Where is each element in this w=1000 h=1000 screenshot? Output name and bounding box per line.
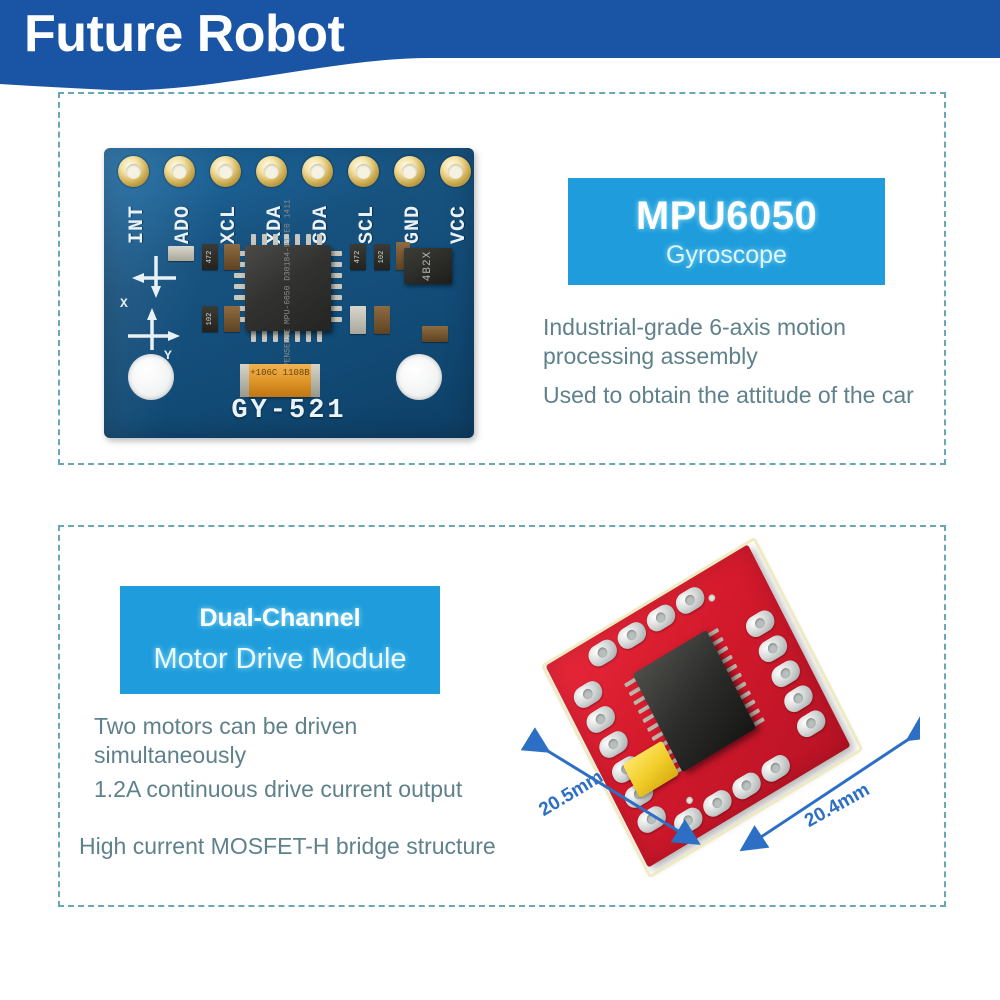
pad-gnd bbox=[394, 156, 425, 187]
header-shape bbox=[0, 0, 1000, 91]
smd-resistor: 102 bbox=[374, 244, 390, 270]
smd-capacitor bbox=[224, 244, 240, 270]
mpu6050-title-box: MPU6050 Gyroscope bbox=[568, 178, 885, 285]
tantalum-capacitor: +106C 1108B bbox=[240, 364, 320, 397]
mounting-hole-right bbox=[396, 354, 442, 400]
mounting-hole-left bbox=[128, 354, 174, 400]
pin-label-scl: SCL bbox=[356, 204, 379, 244]
pin-label-int: INT bbox=[126, 204, 149, 244]
mpu6050-chip-marking: INVENSENSE MPU-6050 D30184-91 E0 1411 bbox=[283, 199, 293, 377]
panel-gyroscope bbox=[58, 92, 946, 465]
axis-letter-x: X bbox=[120, 296, 128, 311]
smd-resistor bbox=[168, 246, 194, 261]
motor-driver-title-box: Dual-Channel Motor Drive Module bbox=[120, 586, 440, 694]
board-silkscreen-label: GY-521 bbox=[231, 396, 347, 426]
pad-vcc bbox=[440, 156, 471, 187]
smd-code: 472 bbox=[354, 250, 362, 264]
smd-code: 102 bbox=[378, 250, 386, 264]
capacitor-marking: +106C 1108B bbox=[250, 368, 310, 378]
mpu6050-title: MPU6050 bbox=[635, 193, 818, 238]
motor-driver-feature-2: 1.2A continuous drive current output bbox=[94, 776, 463, 802]
pin-label-ado: ADO bbox=[172, 204, 195, 244]
gy521-board-image: INT ADO XCL XDA SDA SCL GND VCC X Y bbox=[104, 148, 474, 438]
pad-ado bbox=[164, 156, 195, 187]
motor-driver-feature-3: High current MOSFET-H bridge structure bbox=[79, 833, 496, 859]
smd-resistor: 102 bbox=[202, 306, 218, 332]
smd-capacitor bbox=[422, 326, 448, 342]
axis-symbol-y bbox=[122, 306, 182, 364]
mpu6050-feature-1: Industrial-grade 6-axis motion processin… bbox=[543, 314, 846, 369]
smd-code: 472 bbox=[206, 250, 214, 264]
header-banner: Future Robot bbox=[0, 0, 1000, 100]
pad-xda bbox=[256, 156, 287, 187]
smd-capacitor bbox=[374, 306, 390, 334]
smd-code: 102 bbox=[206, 312, 214, 326]
pin-label-vcc: VCC bbox=[448, 204, 471, 244]
voltage-regulator: 4B2X bbox=[404, 248, 452, 284]
panel-motor-driver bbox=[58, 525, 946, 907]
pad-sda bbox=[302, 156, 333, 187]
brand-title: Future Robot bbox=[24, 5, 345, 63]
axis-letter-y: Y bbox=[164, 348, 172, 363]
mpu6050-chip: INVENSENSE MPU-6050 D30184-91 E0 1411 bbox=[245, 199, 331, 377]
pad-xcl bbox=[210, 156, 241, 187]
axis-symbol-x bbox=[130, 252, 182, 302]
mpu6050-subtitle: Gyroscope bbox=[666, 240, 787, 269]
pin-label-gnd: GND bbox=[402, 204, 425, 244]
pin-label-xcl: XCL bbox=[218, 204, 241, 244]
pad-scl bbox=[348, 156, 379, 187]
motor-driver-feature-1: Two motors can be driven simultaneously bbox=[94, 713, 358, 768]
pad-int bbox=[118, 156, 149, 187]
mpu6050-feature-2: Used to obtain the attitude of the car bbox=[543, 382, 914, 408]
smd-resistor: 472 bbox=[202, 244, 218, 270]
smd-capacitor bbox=[224, 306, 240, 332]
regulator-marking: 4B2X bbox=[422, 250, 434, 282]
motor-driver-subtitle: Motor Drive Module bbox=[153, 643, 407, 675]
smd-resistor: 472 bbox=[350, 244, 366, 270]
dimension-arrows bbox=[520, 715, 920, 852]
smd-capacitor bbox=[350, 306, 366, 334]
motor-driver-board-image: 20.5mm 20.4mm bbox=[520, 536, 920, 895]
motor-driver-title: Dual-Channel bbox=[199, 604, 361, 632]
